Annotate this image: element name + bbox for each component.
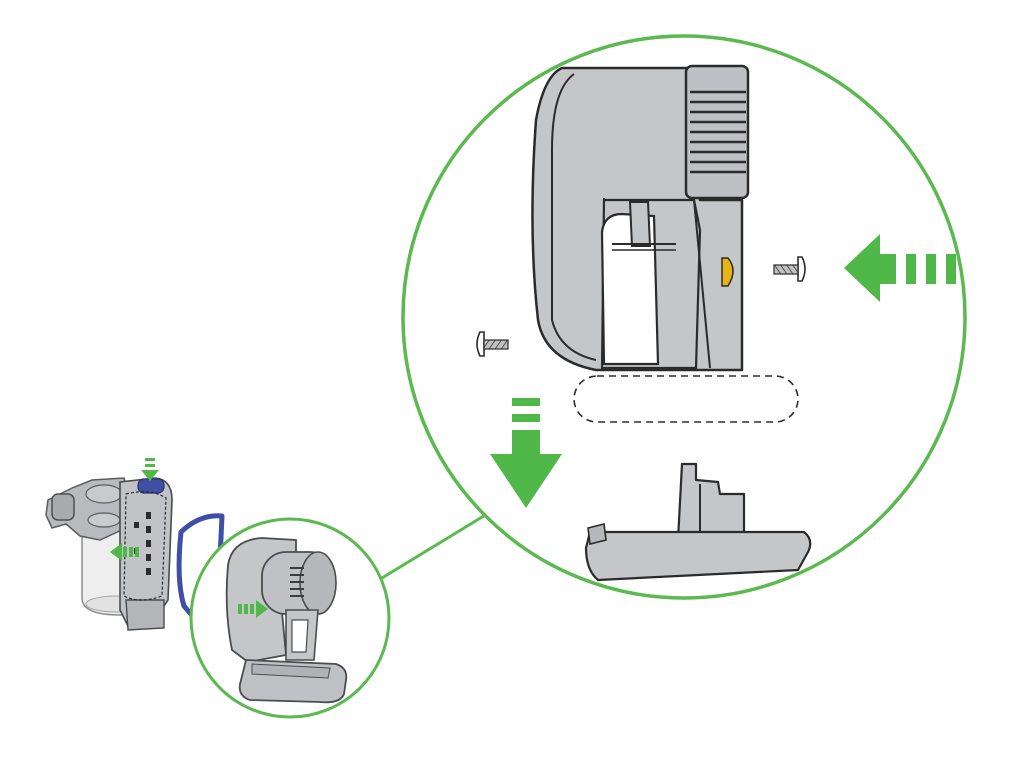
battery-position-outline	[573, 375, 799, 423]
motor-vent-lines	[690, 90, 746, 174]
arrow-left-icon	[844, 234, 956, 302]
battery-pack	[584, 462, 812, 582]
detail-view	[401, 34, 967, 600]
cyclone-assembly	[45, 458, 173, 631]
release-button-yellow	[721, 257, 734, 287]
trigger	[628, 201, 652, 247]
arrow-left-icon	[110, 543, 139, 561]
arrow-down-icon	[490, 398, 562, 508]
arrow-down-icon	[141, 458, 159, 481]
screw-icon	[773, 256, 806, 282]
motor-handle-small	[225, 537, 348, 704]
blue-top-cap	[137, 478, 165, 494]
callout-connector-line	[381, 512, 488, 580]
screw-icon	[476, 331, 509, 357]
detail-zoom-circle-outline	[401, 34, 967, 600]
overview-view	[45, 458, 391, 719]
arrow-right-icon	[238, 600, 268, 618]
